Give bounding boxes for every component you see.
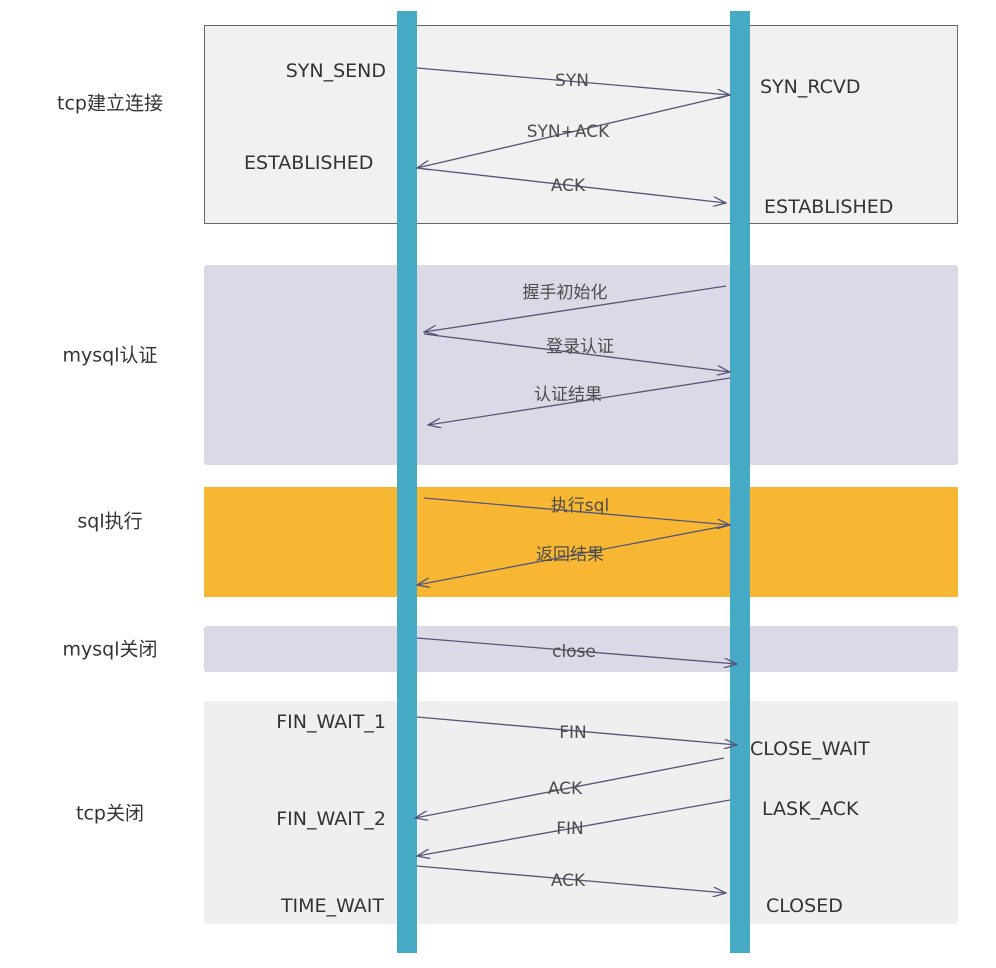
msg-close: close — [552, 642, 596, 662]
sql-exec-band — [204, 487, 958, 597]
arrow-auth-result — [428, 377, 731, 425]
arrow-return-result — [417, 524, 731, 585]
tcp-connect-band — [204, 25, 958, 224]
arrow-exec-sql — [423, 497, 730, 525]
msg-ack: ACK — [551, 176, 586, 196]
arrow-handshake-init — [424, 285, 727, 332]
state-established-client: ESTABLISHED — [244, 152, 374, 174]
state-close-wait: CLOSE_WAIT — [750, 738, 870, 760]
state-fin-wait-2: FIN_WAIT_2 — [276, 808, 386, 830]
mysql-close-band — [204, 626, 958, 672]
msg-fin-server: FIN — [556, 819, 584, 839]
arrow-close — [416, 637, 737, 664]
state-syn-send: SYN_SEND — [285, 60, 386, 82]
state-time-wait: TIME_WAIT — [280, 895, 384, 917]
section-label-tcp-connect: tcp建立连接 — [57, 92, 163, 115]
client-lifeline — [397, 11, 417, 953]
msg-auth-result: 认证结果 — [534, 385, 602, 405]
server-lifeline — [730, 11, 750, 953]
section-label-mysql-auth: mysql认证 — [62, 344, 158, 367]
section-label-mysql-close: mysql关闭 — [62, 638, 158, 661]
arrow-fin — [416, 716, 737, 745]
msg-ack-final: ACK — [551, 871, 586, 891]
arrow-ack-final — [416, 865, 726, 893]
msg-return-result: 返回结果 — [536, 545, 604, 565]
section-label-sql-exec: sql执行 — [77, 510, 143, 533]
arrow-syn — [416, 67, 730, 95]
msg-syn-ack: SYN+ACK — [527, 122, 610, 142]
msg-syn: SYN — [555, 71, 589, 91]
msg-handshake-init: 握手初始化 — [523, 283, 608, 303]
arrow-ack-server — [415, 757, 725, 818]
state-fin-wait-1: FIN_WAIT_1 — [276, 711, 386, 733]
arrow-fin-server — [417, 799, 731, 856]
state-lask-ack: LASK_ACK — [762, 798, 859, 820]
tcp-close-band — [204, 701, 958, 924]
arrow-login-auth — [423, 333, 730, 372]
section-label-tcp-close: tcp关闭 — [76, 802, 144, 825]
arrow-syn-ack — [417, 94, 731, 168]
mysql-auth-band — [204, 265, 958, 465]
arrow-ack — [416, 167, 726, 203]
msg-exec-sql: 执行sql — [551, 496, 609, 516]
state-established-server: ESTABLISHED — [764, 196, 894, 218]
msg-ack-server: ACK — [548, 779, 583, 799]
msg-login-auth: 登录认证 — [546, 337, 614, 357]
state-closed: CLOSED — [766, 895, 843, 917]
state-syn-rcvd: SYN_RCVD — [760, 76, 861, 98]
msg-fin: FIN — [559, 723, 587, 743]
